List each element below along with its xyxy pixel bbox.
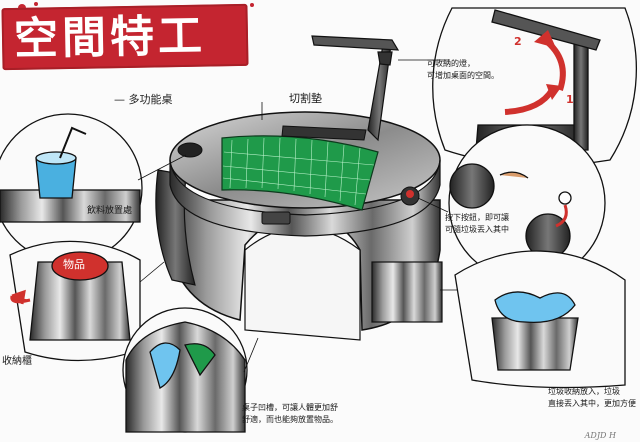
trash-button-detail — [448, 124, 606, 282]
label-cutting-board: 切割墊 — [289, 92, 322, 105]
page-title: 空間特工 — [13, 10, 207, 65]
label-storage-box: 物品 — [63, 258, 85, 271]
label-press-note: 按下按鈕，即可讓 可隨垃圾丟入其中 — [445, 213, 509, 234]
arrow-number-1: 1 — [566, 93, 574, 106]
label-lamp-note: 可收納的燈， 可增加桌面的空間。 — [427, 59, 499, 80]
storage-drawer-detail — [9, 240, 141, 362]
seat-recess-detail — [122, 307, 248, 433]
subtitle: — 多功能桌 — [114, 93, 173, 106]
artist-signature: ADJD H — [584, 431, 616, 440]
main-desk-illustration — [155, 111, 443, 341]
trash-bin-detail — [454, 250, 626, 389]
leader-lines — [137, 59, 458, 373]
foldable-lamp-illustration — [311, 35, 400, 142]
cup-holder-detail — [0, 113, 143, 263]
arrow-number-2: 2 — [514, 35, 522, 48]
label-cup-holder: 飲料放置處 — [87, 206, 133, 216]
label-seat-note: 桌子凹槽，可讓人體更加舒 舒適，而也能夠放置物品。 — [242, 403, 338, 424]
label-trash-note: 垃圾收納放入，垃圾 直接丟入其中，更加方便 — [548, 387, 636, 408]
title-banner: 空間特工 — [1, 3, 249, 71]
label-storage: 收納櫃 — [2, 356, 32, 367]
